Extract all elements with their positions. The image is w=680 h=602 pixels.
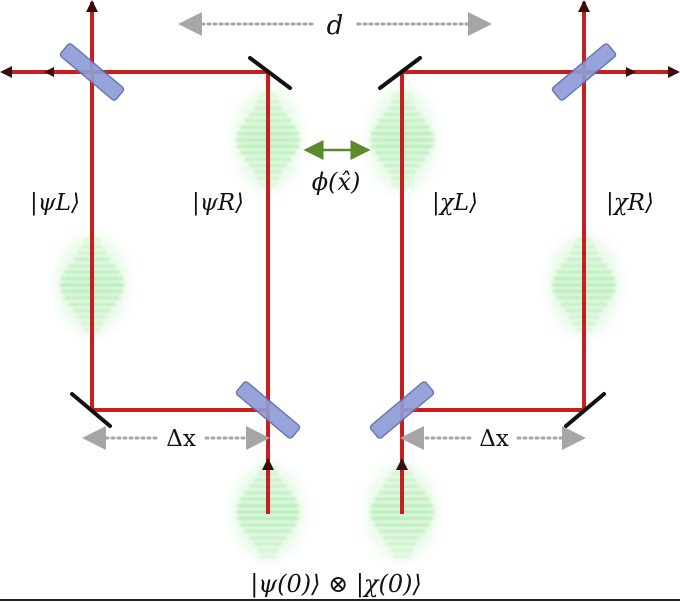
arrowhead-left-mid (44, 67, 54, 77)
bs-bottom-right (369, 381, 435, 439)
beam-paths (4, 2, 676, 514)
label-psi-r: |ψR⟩ (192, 190, 244, 216)
mirror-top-inner-right (378, 56, 422, 90)
arrowhead-right-up (578, 0, 590, 12)
dotted-arrows (82, 12, 586, 450)
bs-bottom-left (235, 381, 301, 439)
mirror-top-inner-left (248, 56, 292, 90)
label-delta-x-right: Δx (479, 426, 509, 452)
wavepacket-group (56, 88, 620, 560)
arrowhead-input-left (262, 458, 274, 470)
label-phi: ϕ(x̂) (312, 168, 361, 196)
arrowhead-right-mid (626, 67, 636, 77)
mirror-bottom-outer-left (70, 392, 112, 428)
arrowhead-right-right (668, 66, 680, 78)
bs-top-right (551, 43, 617, 101)
beam-arrowheads (0, 0, 680, 470)
arrowhead-input-right (396, 458, 408, 470)
arrowhead-left-up (86, 0, 98, 12)
label-chi-r: |χR⟩ (606, 190, 654, 216)
label-delta-x-left: Δx (166, 426, 196, 452)
arrowhead-left-left (0, 66, 12, 78)
label-d: d (327, 11, 344, 41)
bs-top-left (59, 43, 125, 101)
mirror-bottom-outer-right (564, 392, 606, 428)
beamsplitter-group (59, 43, 617, 439)
label-input-state: |ψ(0)⟩ ⊗ |χ(0)⟩ (250, 570, 422, 599)
label-psi-l: |ψL⟩ (30, 190, 80, 216)
label-chi-l: |χL⟩ (432, 190, 478, 216)
mirror-group (70, 56, 606, 428)
